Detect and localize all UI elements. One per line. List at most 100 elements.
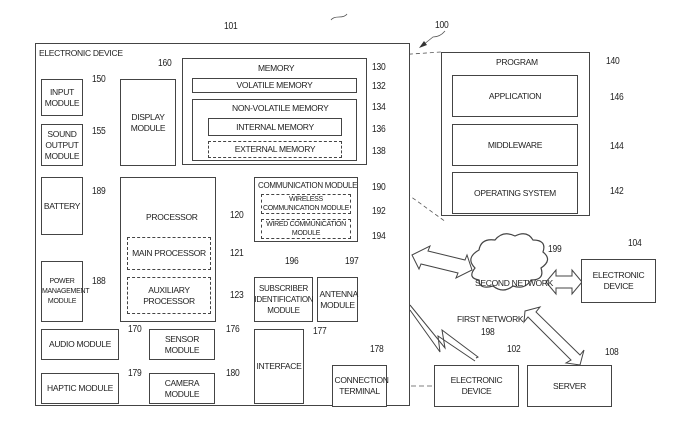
electronic-device-102: ELECTRONIC DEVICE	[434, 365, 519, 407]
non-volatile-memory-ref: 134	[372, 102, 386, 113]
server-ref: 108	[605, 347, 619, 358]
first-network-ref: 198	[481, 327, 495, 338]
network-server-arrow	[523, 306, 585, 366]
middleware: MIDDLEWARE	[452, 124, 578, 166]
electronic-device-102-ref: 102	[507, 344, 521, 355]
operating-system-ref: 142	[610, 186, 624, 197]
power-management-module-ref: 188	[92, 276, 106, 287]
operating-system: OPERATING SYSTEM	[452, 172, 578, 214]
first-network-lightning	[409, 304, 479, 359]
wireless-communication-module-label: WIRELESS COMMUNICATION MODULE	[262, 196, 350, 212]
auxiliary-processor-ref: 123	[230, 290, 244, 301]
application: APPLICATION	[452, 75, 578, 117]
battery-label: BATTERY	[43, 200, 81, 211]
antenna-module-label: ANTENNA MODULE	[319, 288, 359, 310]
wireless-communication-module: WIRELESS COMMUNICATION MODULE	[261, 194, 351, 214]
program-label: PROGRAM	[496, 57, 538, 67]
internal-memory-ref: 136	[372, 124, 386, 135]
electronic-device-104-ref: 104	[628, 238, 642, 249]
auxiliary-processor-label: AUXILIARY PROCESSOR	[143, 284, 195, 306]
main-processor-ref: 121	[230, 248, 244, 259]
battery: BATTERY	[41, 177, 83, 235]
subscriber-identification-module-label: SUBSCRIBER IDENTIFICATION MODULE	[254, 284, 314, 315]
display-module: DISPLAY MODULE	[120, 79, 176, 166]
non-volatile-memory-label: NON-VOLATILE MEMORY	[232, 103, 329, 113]
subscriber-identification-module: SUBSCRIBER IDENTIFICATION MODULE	[254, 277, 314, 322]
internal-memory-label: INTERNAL MEMORY	[236, 121, 314, 132]
sensor-module-label: SENSOR MODULE	[164, 333, 200, 355]
subscriber-identification-module-ref: 196	[285, 256, 299, 267]
connection-terminal-ref: 178	[370, 344, 384, 355]
audio-module-ref: 170	[128, 324, 142, 335]
power-management-module: POWER MANAGEMENT MODULE	[41, 261, 90, 322]
camera-module-label: CAMERA MODULE	[164, 377, 200, 399]
server: SERVER	[527, 365, 612, 407]
battery-ref: 189	[92, 186, 106, 197]
camera-module-ref: 180	[226, 368, 240, 379]
external-memory-ref: 138	[372, 146, 386, 157]
interface-ref: 177	[313, 326, 327, 337]
application-ref: 146	[610, 92, 624, 103]
second-network-label: SECOND NETWORK	[475, 278, 553, 288]
wired-communication-module-label: WIRED COMMUNICATION MODULE	[266, 221, 346, 237]
wired-communication-module-ref: 194	[372, 231, 386, 242]
interface-label: INTERFACE	[256, 361, 302, 371]
sensor-module-ref: 176	[226, 324, 240, 335]
electronic-device-104-label: ELECTRONIC DEVICE	[592, 270, 645, 291]
audio-module: AUDIO MODULE	[41, 329, 119, 360]
connection-terminal: CONNECTION TERMINAL	[332, 365, 389, 407]
connection-terminal-label: CONNECTION TERMINAL	[334, 375, 389, 396]
camera-module: CAMERA MODULE	[149, 373, 215, 404]
volatile-memory-ref: 132	[372, 81, 386, 92]
volatile-memory-label: VOLATILE MEMORY	[236, 80, 313, 90]
system-ref-leader	[422, 30, 446, 46]
application-label: APPLICATION	[488, 90, 542, 101]
input-module-label: INPUT MODULE	[44, 86, 80, 108]
main-processor: MAIN PROCESSOR	[127, 237, 211, 270]
audio-module-label: AUDIO MODULE	[48, 339, 112, 349]
main-processor-label: MAIN PROCESSOR	[132, 248, 206, 258]
antenna-module-ref: 197	[345, 256, 359, 267]
electronic-device-ref: 101	[224, 21, 238, 32]
input-module-ref: 150	[92, 74, 106, 85]
communication-module-ref: 190	[372, 182, 386, 193]
auxiliary-processor: AUXILIARY PROCESSOR	[127, 277, 211, 314]
middleware-ref: 144	[610, 141, 624, 152]
memory-label: MEMORY	[258, 63, 295, 73]
first-network-label: FIRST NETWORK	[457, 314, 524, 324]
memory-ref: 130	[372, 62, 386, 73]
wireless-communication-module-ref: 192	[372, 206, 386, 217]
sensor-module: SENSOR MODULE	[149, 329, 215, 360]
sound-output-module-label: SOUND OUTPUT MODULE	[44, 128, 80, 161]
antenna-module: ANTENNA MODULE	[317, 277, 358, 322]
middleware-label: MIDDLEWARE	[487, 139, 543, 150]
volatile-memory: VOLATILE MEMORY	[192, 78, 357, 93]
program-ref: 140	[606, 56, 620, 67]
haptic-module-ref: 179	[128, 368, 142, 379]
processor-ref: 120	[230, 210, 244, 221]
haptic-module: HAPTIC MODULE	[41, 373, 119, 404]
wired-communication-module: WIRED COMMUNICATION MODULE	[261, 219, 351, 239]
power-management-module-label: POWER MANAGEMENT MODULE	[42, 277, 90, 305]
operating-system-label: OPERATING SYSTEM	[474, 187, 556, 198]
sound-output-module: SOUND OUTPUT MODULE	[41, 124, 83, 166]
input-module: INPUT MODULE	[41, 79, 83, 116]
system-ref-arrowhead	[419, 41, 427, 48]
communication-module-label: COMMUNICATION MODULE	[258, 181, 358, 190]
second-network-ref: 199	[548, 244, 562, 255]
internal-memory: INTERNAL MEMORY	[208, 118, 342, 136]
external-memory-label: EXTERNAL MEMORY	[234, 144, 316, 154]
device-network-arrow	[411, 244, 473, 280]
display-module-ref: 160	[158, 58, 172, 69]
processor-label: PROCESSOR	[146, 212, 198, 222]
sound-output-module-ref: 155	[92, 126, 106, 137]
system-ref: 100	[435, 20, 449, 31]
haptic-module-label: HAPTIC MODULE	[47, 383, 113, 393]
external-memory: EXTERNAL MEMORY	[208, 141, 342, 158]
display-module-label: DISPLAY MODULE	[130, 111, 166, 133]
electronic-device-title: ELECTRONIC DEVICE	[39, 48, 123, 58]
interface: INTERFACE	[254, 329, 304, 404]
electronic-device-104: ELECTRONIC DEVICE	[581, 259, 656, 303]
server-label: SERVER	[552, 380, 586, 391]
electronic-device-102-label: ELECTRONIC DEVICE	[450, 375, 503, 396]
